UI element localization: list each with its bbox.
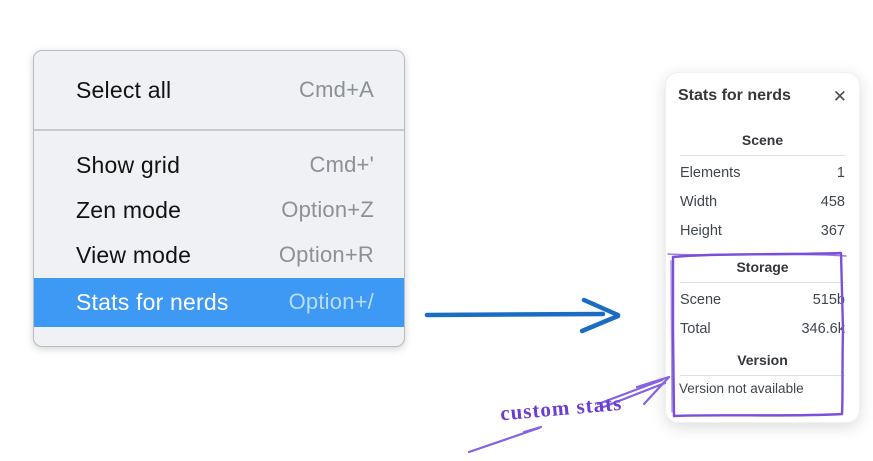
menu-divider (34, 129, 404, 131)
menu-item-shortcut: Option+R (278, 242, 374, 267)
menu-group: Show grid Cmd+' Zen mode Option+Z View m… (34, 131, 404, 346)
stat-label: Scene (680, 291, 722, 308)
arrow-custom-stats-icon (596, 375, 671, 410)
stat-label: Elements (680, 164, 741, 181)
menu-item-show-grid[interactable]: Show grid Cmd+' (34, 143, 404, 188)
menu-item-shortcut: Cmd+A (299, 77, 374, 102)
stat-value: 458 (820, 193, 845, 210)
stat-value: 367 (820, 222, 845, 239)
stat-row-elements: Elements 1 (678, 158, 847, 187)
section-heading-version: Version (737, 352, 788, 368)
stat-row-scene-storage: Scene 515b (678, 285, 847, 314)
section-divider (680, 282, 845, 283)
version-note: Version not available (679, 381, 804, 396)
stats-panel-title: Stats for nerds (678, 87, 791, 104)
small-arrow-stroke-icon (467, 425, 543, 454)
stat-label: Total (680, 320, 711, 337)
menu-item-shortcut: Option+Z (281, 197, 374, 222)
menu-item-label: Stats for nerds (76, 288, 229, 315)
menu-item-stats-for-nerds[interactable]: Stats for nerds Option+/ (34, 277, 404, 327)
menu-item-label: Zen mode (76, 196, 182, 223)
stat-value: 515b (812, 291, 845, 308)
menu-item-select-all[interactable]: Select all Cmd+A (34, 51, 404, 129)
menu-item-view-mode[interactable]: View mode Option+R (34, 233, 404, 278)
menu-item-label: Show grid (76, 151, 181, 178)
menu-item-shortcut: Cmd+' (309, 152, 374, 177)
stat-row-height: Height 367 (678, 216, 847, 245)
stat-row-total-storage: Total 346.6k (678, 314, 847, 343)
section-heading-scene: Scene (741, 132, 784, 148)
section-heading-storage: Storage (736, 259, 789, 275)
stat-row-width: Width 458 (678, 187, 847, 216)
menu-item-zen-mode[interactable]: Zen mode Option+Z (34, 188, 404, 233)
context-menu: Select all Cmd+A Show grid Cmd+' Zen mod… (33, 50, 405, 347)
menu-item-shortcut: Option+/ (288, 289, 374, 314)
stat-value: 346.6k (801, 320, 845, 337)
close-icon[interactable]: ✕ (832, 86, 847, 106)
stats-panel-card: Stats for nerds ✕ Scene Elements 1 Width… (665, 72, 860, 423)
stat-value: 1 (836, 164, 845, 181)
section-divider (680, 375, 845, 376)
menu-item-label: View mode (76, 241, 192, 268)
arrow-menu-to-panel-icon (424, 297, 621, 334)
stat-label: Width (680, 193, 718, 210)
stats-panel-header: Stats for nerds ✕ (678, 85, 847, 107)
custom-stats-annotation: custom stats (499, 390, 624, 426)
stat-label: Height (680, 222, 722, 239)
section-divider (680, 155, 845, 156)
menu-item-label: Select all (76, 76, 172, 103)
